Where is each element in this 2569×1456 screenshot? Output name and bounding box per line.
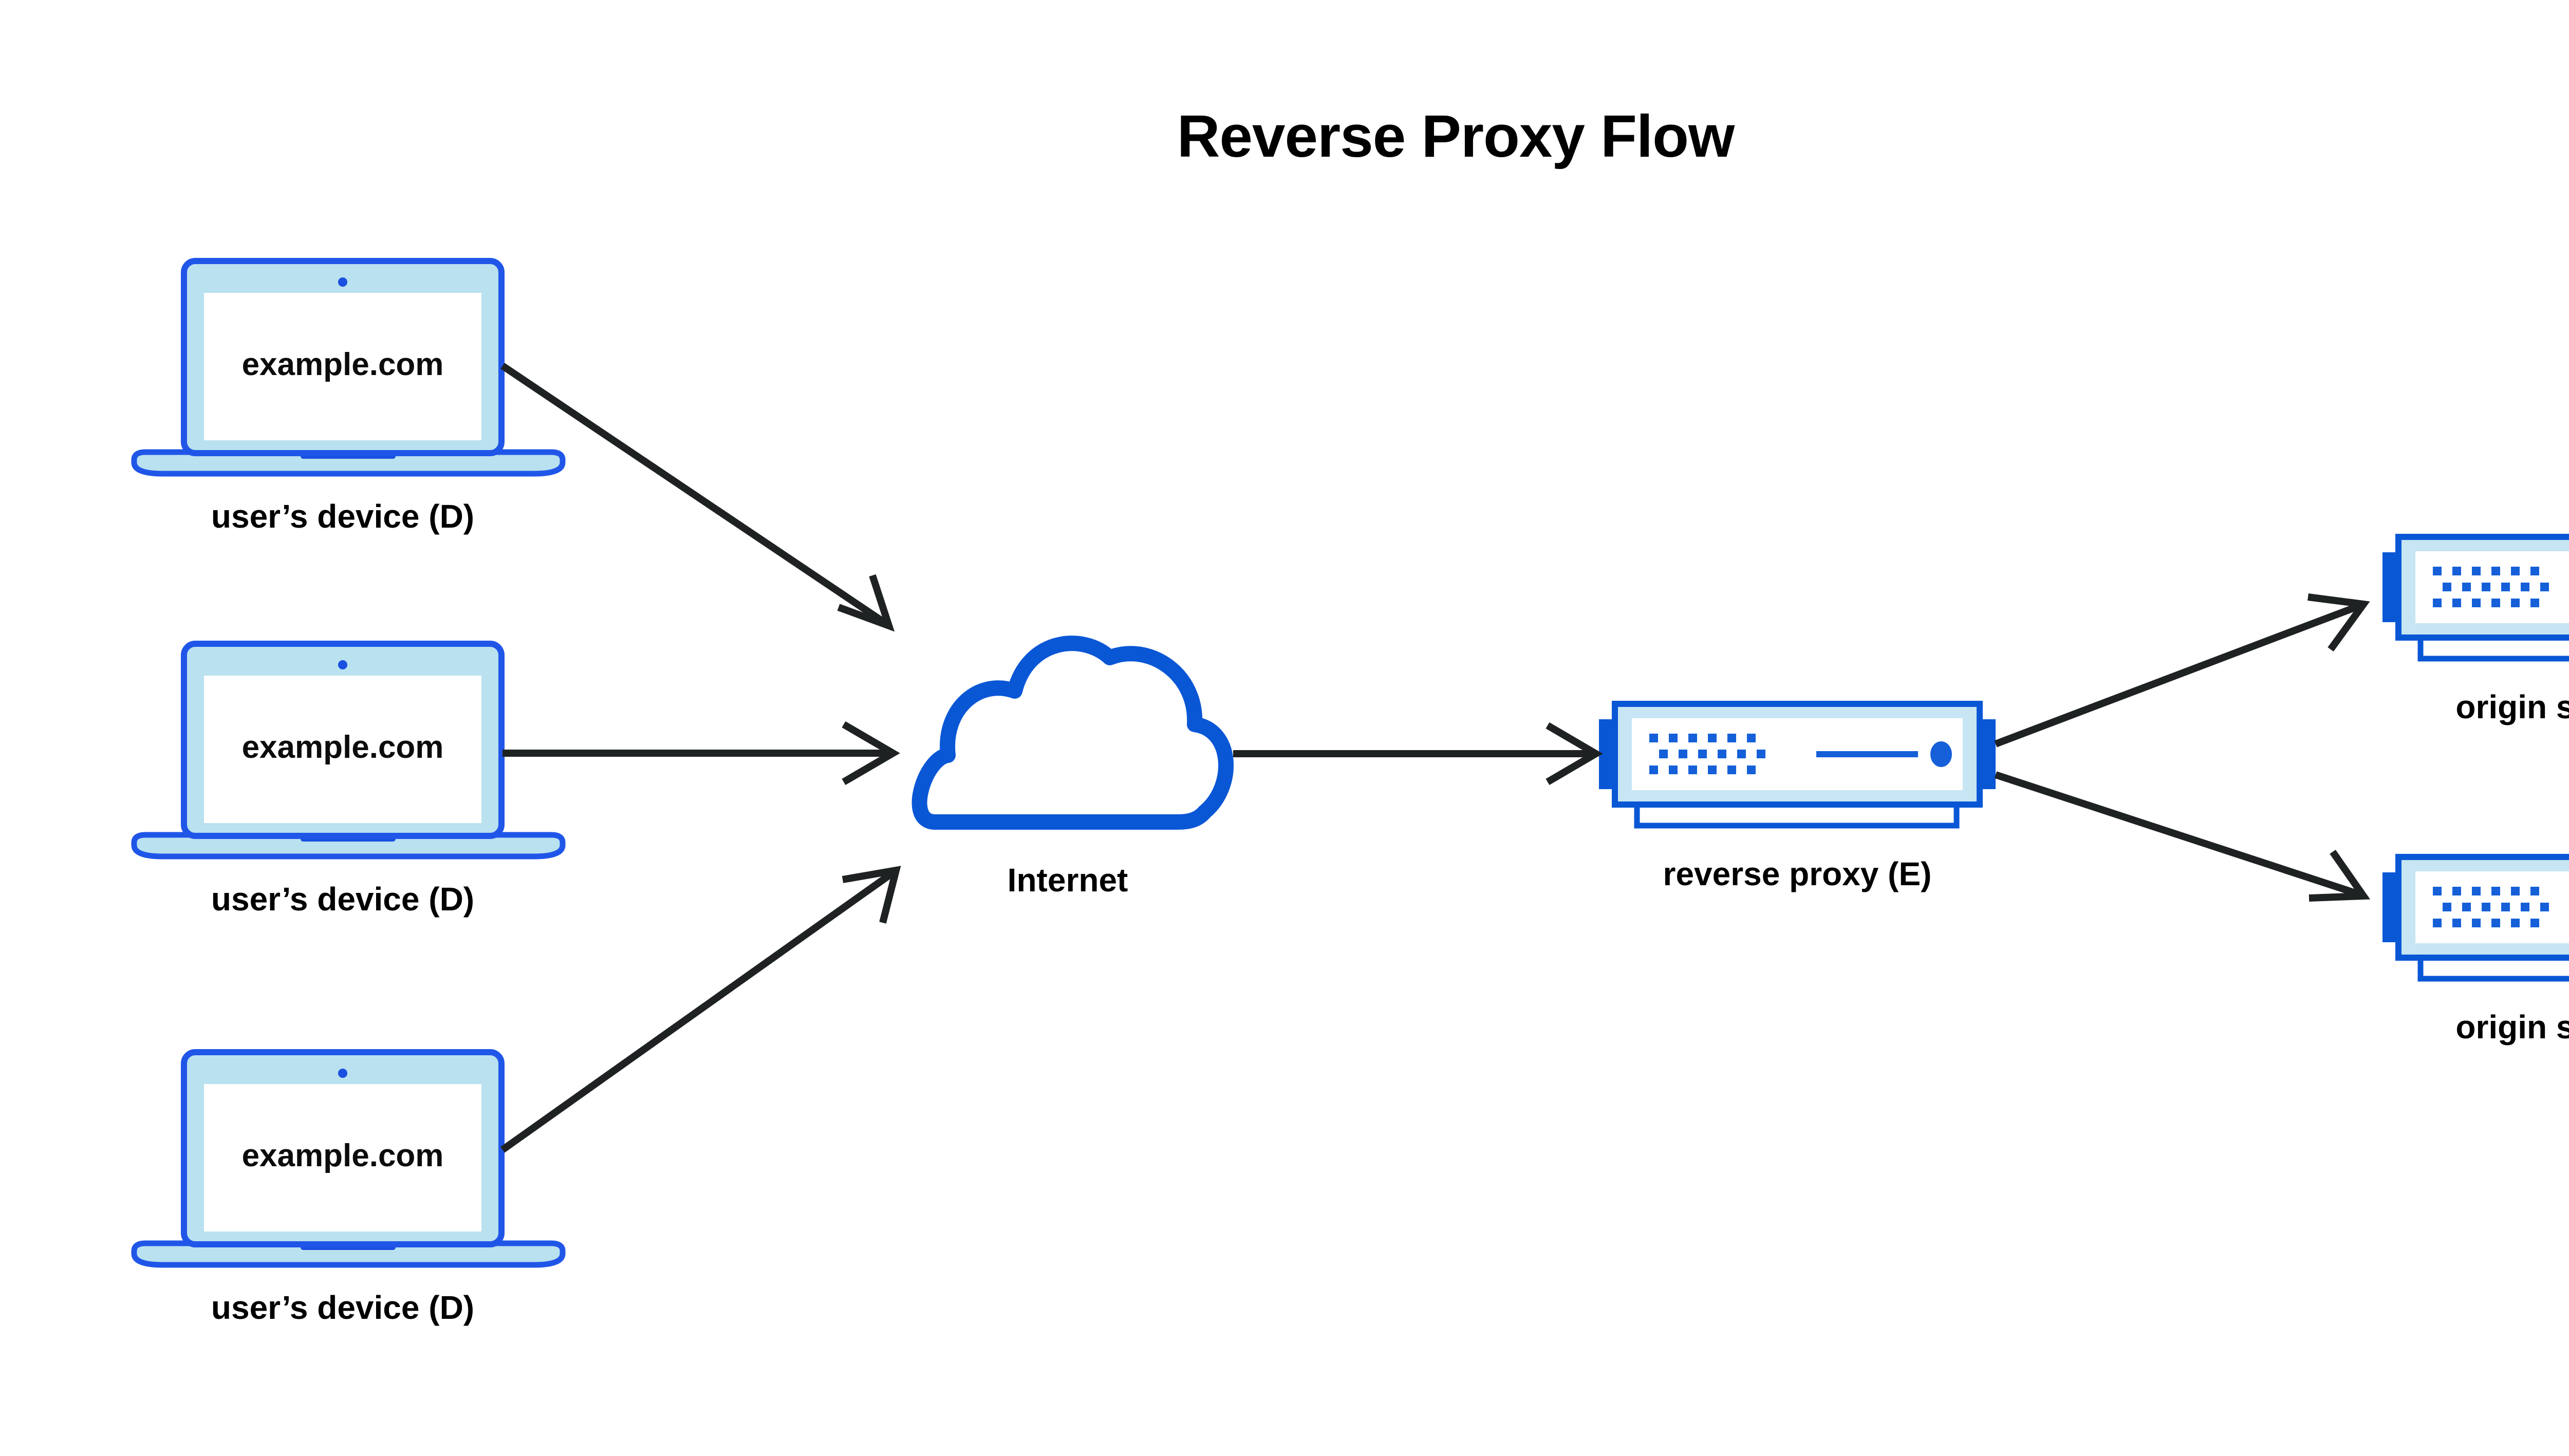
server-vent-grid-icon	[1649, 734, 1765, 774]
laptop-screen-text: example.com	[242, 730, 444, 765]
laptop-screen	[204, 676, 481, 823]
edge-proxy-to-origin-top	[1994, 593, 2370, 748]
reverse-proxy-node[interactable]: reverse proxy (E)	[1599, 701, 1996, 892]
laptop-camera-icon	[338, 1069, 347, 1078]
client-device-middle[interactable]: example.com user’s device (D)	[131, 641, 566, 918]
server-vent-grid-icon	[2433, 887, 2549, 927]
origin-server-top-node[interactable]: origin server (F)	[2382, 534, 2569, 725]
internet-cloud[interactable]: Internet	[911, 636, 1234, 899]
reverse-proxy-label: reverse proxy (E)	[1663, 855, 1932, 892]
origin-server-bottom-node[interactable]: origin server (F)	[2382, 854, 2569, 1046]
edge-client-top-to-internet	[500, 363, 895, 632]
edge-internet-to-proxy	[1233, 722, 1603, 786]
edge-client-bottom-to-internet	[500, 866, 901, 1153]
laptop-camera-icon	[338, 277, 347, 287]
laptop-screen-text: example.com	[242, 1138, 444, 1173]
page-title: Reverse Proxy Flow	[1177, 103, 1735, 170]
server-status-line-icon	[1816, 751, 1918, 757]
server-vent-grid-icon	[2433, 567, 2549, 607]
cloud-icon	[911, 636, 1234, 830]
laptop-camera-icon	[338, 660, 347, 669]
client-device-top-label: user’s device (D)	[211, 498, 474, 535]
server-led-icon	[1930, 741, 1952, 767]
laptop-base	[131, 1240, 566, 1268]
origin-server-bottom-label: origin server (F)	[2455, 1009, 2569, 1046]
laptop-screen	[204, 293, 481, 440]
client-device-bottom-label: user’s device (D)	[211, 1289, 474, 1326]
client-device-middle-label: user’s device (D)	[211, 881, 474, 918]
laptop-base	[131, 449, 566, 477]
origin-server-top-label: origin server (F)	[2455, 688, 2569, 725]
edge-proxy-to-origin-bottom	[1994, 771, 2371, 902]
internet-cloud-label: Internet	[1008, 862, 1128, 899]
laptop-base	[131, 832, 566, 860]
client-device-top[interactable]: example.com user’s device (D)	[131, 258, 566, 535]
laptop-screen-text: example.com	[242, 347, 444, 382]
laptop-screen	[204, 1084, 481, 1231]
edge-client-middle-to-internet	[502, 721, 900, 786]
client-device-bottom[interactable]: example.com user’s device (D)	[131, 1049, 566, 1326]
